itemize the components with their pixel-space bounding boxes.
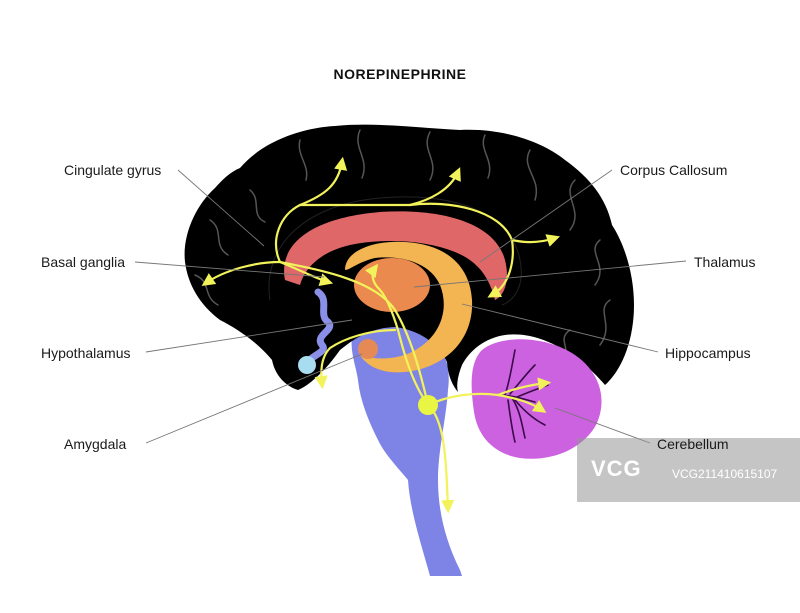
watermark-id: VCG211410615107 bbox=[672, 467, 778, 481]
amygdala bbox=[358, 339, 378, 359]
leader-lines bbox=[134, 169, 687, 444]
label-thalamus: Thalamus bbox=[694, 254, 756, 270]
label-basal-ganglia: Basal ganglia bbox=[41, 254, 126, 270]
label-amygdala: Amygdala bbox=[64, 436, 127, 452]
gyri-lines bbox=[194, 129, 611, 363]
brainstem bbox=[351, 323, 462, 576]
pituitary bbox=[298, 356, 316, 374]
corpus-callosum bbox=[284, 211, 507, 300]
hippocampus bbox=[345, 241, 473, 373]
cerebellum bbox=[471, 339, 602, 459]
watermark: VCG VCG211410615107 bbox=[577, 438, 800, 502]
label-cerebellum: Cerebellum bbox=[657, 436, 729, 452]
diagram-title: NOREPINEPHRINE bbox=[333, 66, 467, 82]
label-hypothalamus: Hypothalamus bbox=[41, 345, 131, 361]
watermark-logo: VCG bbox=[591, 456, 642, 481]
label-corpus-callosum: Corpus Callosum bbox=[620, 162, 728, 178]
hypothalamus bbox=[304, 288, 334, 366]
label-hippocampus: Hippocampus bbox=[665, 345, 751, 361]
label-cingulate-gyrus: Cingulate gyrus bbox=[64, 162, 162, 178]
locus-coeruleus bbox=[418, 395, 438, 415]
